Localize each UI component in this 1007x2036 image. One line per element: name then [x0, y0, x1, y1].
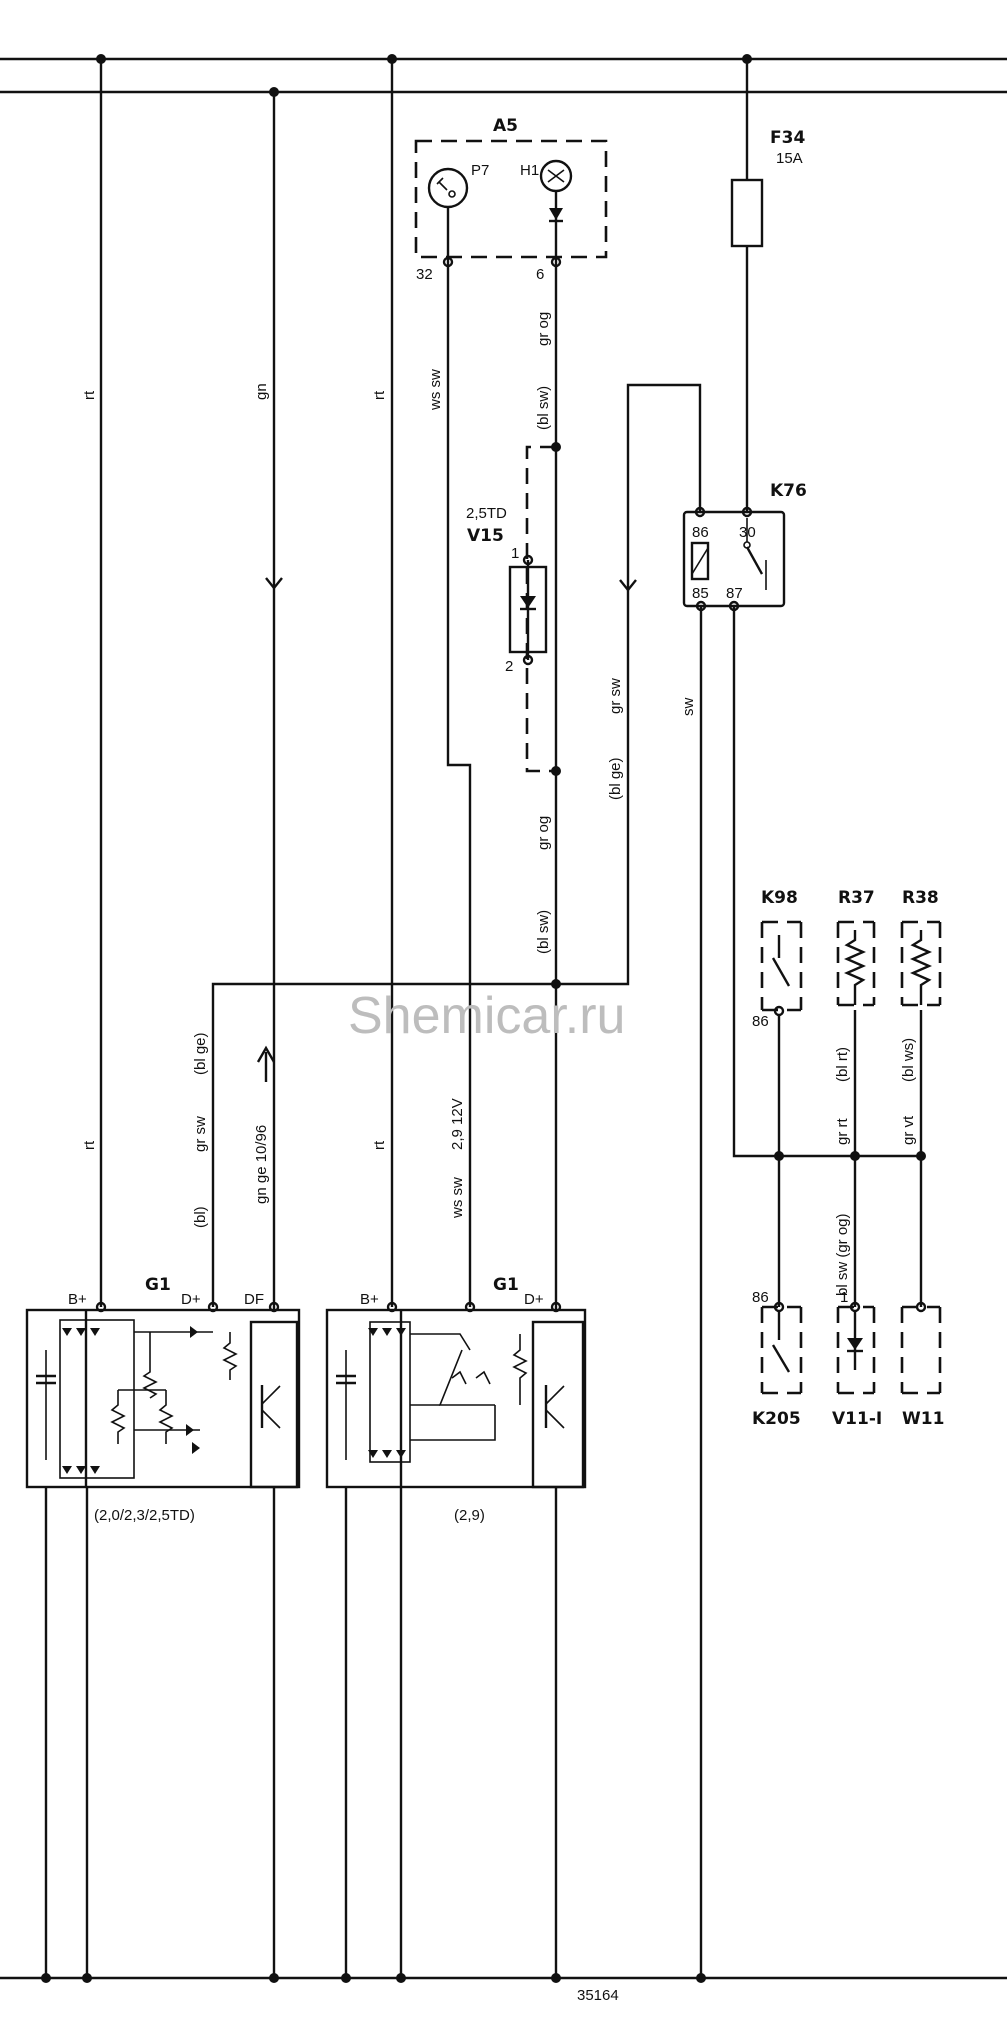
junction-dots	[41, 54, 926, 1983]
wire-label-gr-og-mid: gr og	[535, 816, 552, 850]
watermark: Shemicar.ru	[348, 987, 625, 1045]
diode-v15	[508, 445, 556, 773]
wire-label-sw: sw	[680, 698, 697, 717]
pin-v15-2: 2	[505, 658, 513, 675]
wire-label-rt-left-top: rt	[81, 390, 98, 400]
wire-label-bl-sw-top: (bl sw)	[535, 386, 552, 430]
wire-label-ws-sw-low: ws sw	[449, 1177, 466, 1219]
wire-ws-sw	[446, 262, 472, 1307]
pin-k76-87: 87	[726, 585, 743, 602]
wire-label-bl-ge-low: (bl ge)	[192, 1032, 209, 1075]
pin-v15-1: 1	[511, 545, 519, 562]
pin-v11-1: 1	[840, 1289, 848, 1306]
label-h1: H1	[520, 162, 539, 179]
wire-label-bl-low: (bl)	[192, 1206, 209, 1228]
wire-label-gr-sw-low: gr sw	[192, 1116, 209, 1152]
top-power-rails	[0, 57, 1007, 94]
pin-k76-86: 86	[692, 524, 709, 541]
wire-label-bl-sw-mid: (bl sw)	[535, 910, 552, 954]
wire-label-bl-sw-gr-og: bl sw (gr og)	[834, 1213, 851, 1296]
arrow-up-icon	[256, 1045, 276, 1082]
label-k76: K76	[770, 481, 807, 501]
wire-label-gr-sw-mid: gr sw	[607, 678, 624, 714]
wire-label-2-9-12v: 2,9 12V	[449, 1098, 466, 1150]
label-v15: V15	[467, 526, 504, 546]
pin-a5-32: 32	[416, 266, 433, 283]
wire-label-rt-left-low: rt	[81, 1140, 98, 1150]
label-f34: F34	[770, 128, 805, 148]
wire-label-bl-ws: (bl ws)	[900, 1038, 917, 1082]
label-g1-left: G1	[145, 1275, 171, 1295]
wire-label-gr-rt: gr rt	[834, 1118, 851, 1146]
label-r37: R37	[838, 888, 875, 908]
pin-g1-left-df: DF	[244, 1291, 264, 1308]
label-f34-rating: 15A	[776, 150, 803, 167]
wire-label-gn-ge: gn ge 10/96	[253, 1125, 270, 1204]
label-v15-variant: 2,5TD	[466, 505, 507, 522]
wire-bl-ge-branch	[211, 383, 702, 1307]
alternator-g1-right	[325, 1301, 587, 1489]
resistor-r37	[836, 920, 876, 1007]
label-v11: V11-I	[832, 1409, 882, 1429]
alternator-g1-left	[25, 1301, 301, 1489]
connector-w11	[900, 1301, 942, 1395]
pin-g1-right-b: B+	[360, 1291, 379, 1308]
diode-v11	[836, 1301, 876, 1395]
pin-k76-30: 30	[739, 524, 756, 541]
pin-g1-left-b: B+	[68, 1291, 87, 1308]
relay-k98	[760, 920, 803, 1017]
label-a5: A5	[493, 116, 518, 136]
pin-k76-85: 85	[692, 585, 709, 602]
ground-drops	[44, 1487, 558, 1978]
label-k205: K205	[752, 1409, 801, 1429]
wire-relay-87-bus	[732, 606, 921, 1158]
wire-label-bl-rt: (bl rt)	[834, 1047, 851, 1082]
relay-k76	[682, 506, 786, 612]
pin-g1-left-d: D+	[181, 1291, 201, 1308]
wire-label-ws-sw-top: ws sw	[427, 369, 444, 411]
pin-k98-86: 86	[752, 1013, 769, 1030]
label-g1-right: G1	[493, 1275, 519, 1295]
pin-g1-right-d: D+	[524, 1291, 544, 1308]
label-g1-left-variant: (2,0/2,3/2,5TD)	[94, 1507, 195, 1524]
label-k98: K98	[761, 888, 798, 908]
fuse-f34	[730, 178, 764, 248]
pin-a5-6: 6	[536, 266, 544, 283]
label-p7: P7	[471, 162, 489, 179]
drawing-number: 35164	[577, 1987, 619, 2004]
wire-label-gr-og-top: gr og	[535, 312, 552, 346]
wire-gn	[265, 92, 283, 1310]
wire-label-bl-ge-mid: (bl ge)	[607, 757, 624, 800]
wire-label-rt-mid-low: rt	[371, 1140, 388, 1150]
resistor-r38	[900, 920, 942, 1007]
pin-k205-86: 86	[752, 1289, 769, 1306]
label-g1-right-variant: (2,9)	[454, 1507, 485, 1524]
wire-label-rt-mid-top: rt	[371, 390, 388, 400]
label-r38: R38	[902, 888, 939, 908]
wire-label-gn: gn	[253, 383, 270, 400]
wire-label-gr-vt: gr vt	[900, 1115, 917, 1145]
relay-k205	[760, 1301, 803, 1395]
a5-cluster	[414, 139, 608, 268]
label-w11: W11	[902, 1409, 944, 1429]
